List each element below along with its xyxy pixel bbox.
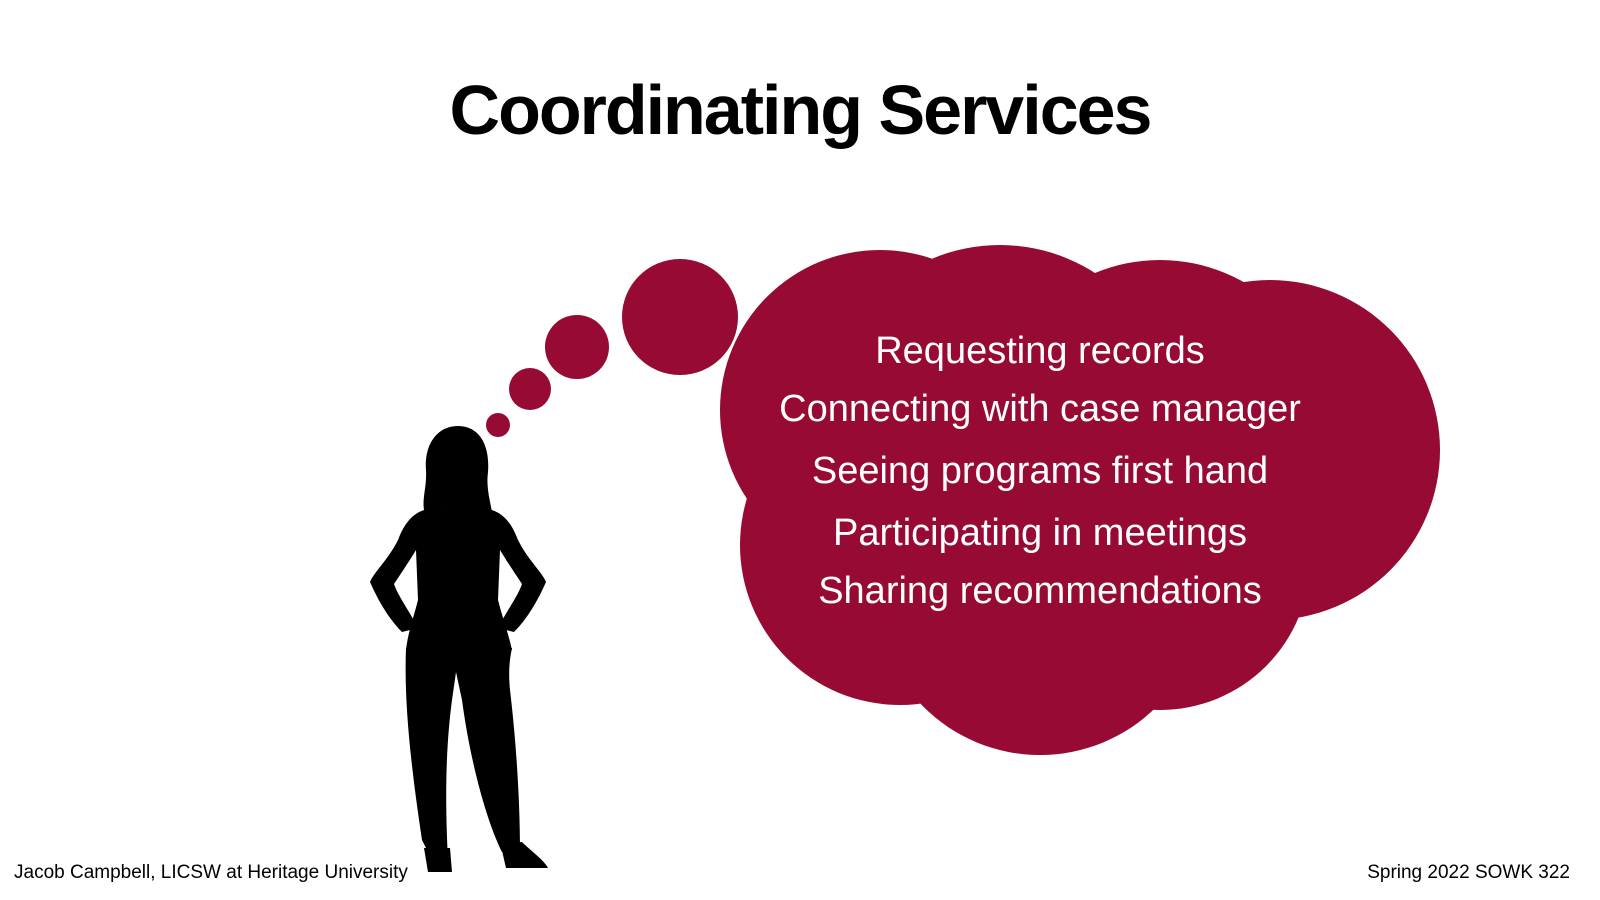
bubble-item-participating-meetings: Participating in meetings bbox=[833, 512, 1247, 554]
trail-bubble-small bbox=[509, 368, 551, 410]
bubble-item-sharing-recommendations: Sharing recommendations bbox=[818, 570, 1262, 612]
bubble-item-requesting-records: Requesting records bbox=[875, 330, 1205, 372]
trail-bubble-medium bbox=[545, 315, 609, 379]
footer-course: Spring 2022 SOWK 322 bbox=[1367, 862, 1570, 883]
slide-title: Coordinating Services bbox=[449, 71, 1153, 149]
thought-cloud-icon bbox=[720, 245, 1440, 755]
footer-author: Jacob Campbell, LICSW at Heritage Univer… bbox=[14, 862, 408, 883]
trail-bubble-tiny bbox=[486, 413, 510, 437]
woman-silhouette-icon bbox=[370, 426, 548, 872]
bubble-item-connecting-case-manager: Connecting with case manager bbox=[779, 388, 1301, 430]
bubble-item-seeing-programs: Seeing programs first hand bbox=[811, 450, 1269, 492]
thought-trail bbox=[486, 259, 738, 437]
trail-bubble-large bbox=[622, 259, 738, 375]
